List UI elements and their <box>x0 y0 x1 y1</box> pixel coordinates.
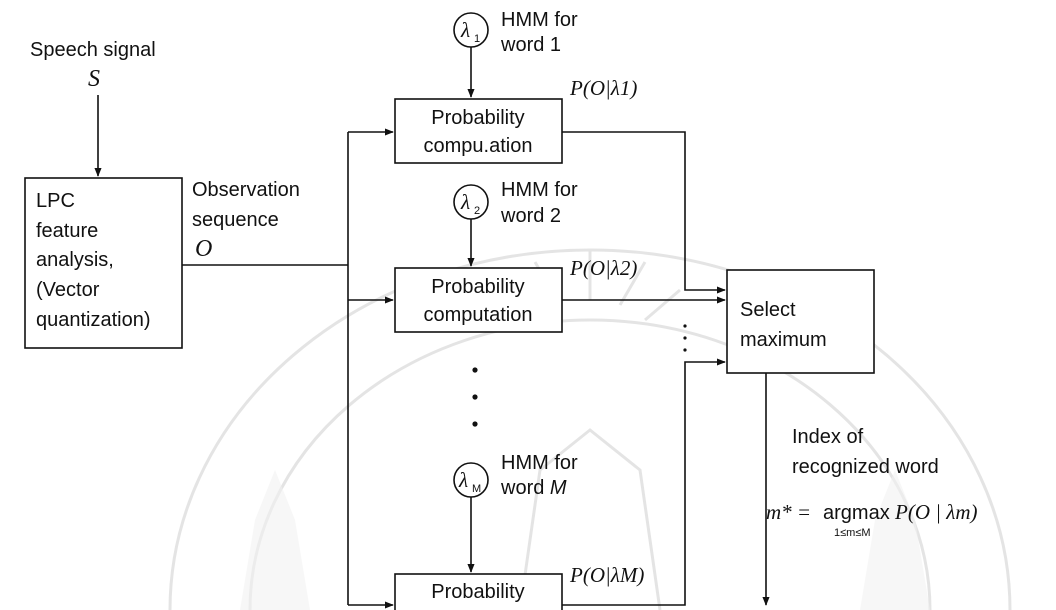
prob-1-line2: compu.ation <box>424 135 533 157</box>
speech-signal-label: Speech signal <box>30 39 156 61</box>
ellipsis-dots <box>472 324 687 427</box>
prob-2-output: P(O|λ2) <box>569 256 637 280</box>
lambda-1-symbol: λ <box>460 18 470 42</box>
formula-argument: P(O | λm) <box>894 500 978 524</box>
prob-2-line2: computation <box>424 304 533 326</box>
hmm-1-line2: word 1 <box>500 34 561 56</box>
lpc-line: (Vector <box>36 279 100 301</box>
lambda-2-subscript: 2 <box>474 205 480 217</box>
hmm-m-line1: HMM for <box>501 452 578 474</box>
output-m-path <box>562 358 726 606</box>
formula-range: 1≤m≤M <box>834 527 871 539</box>
hmm-m-line2: word M <box>500 477 567 499</box>
recognized-word-result: Index of recognized word m* = argmax P(O… <box>766 426 978 539</box>
observation-sequence: Observation sequence O <box>182 128 394 609</box>
result-line1: Index of <box>792 426 864 448</box>
lambda-m-subscript: M <box>472 483 481 495</box>
observation-line: Observation <box>192 179 300 201</box>
lpc-line: quantization) <box>36 309 151 331</box>
lpc-line: LPC <box>36 190 75 212</box>
select-maximum-box: Select maximum <box>726 269 875 606</box>
watermark-seal <box>168 248 1012 610</box>
formula-argmax: argmax <box>823 502 890 524</box>
observation-symbol: O <box>195 236 212 262</box>
lambda-1-subscript: 1 <box>474 33 480 45</box>
prob-m-line1: Probability <box>431 581 524 603</box>
speech-signal-input: Speech signal S <box>30 39 156 177</box>
prob-m-output: P(O|λM) <box>569 563 644 587</box>
output-1-path <box>562 131 726 294</box>
probability-box-2 <box>394 267 563 333</box>
formula-lhs: m* = <box>766 500 811 524</box>
model-word-1: λ 1 HMM for word 1 Probability compu.ati… <box>394 9 726 294</box>
probability-box-m <box>394 573 563 610</box>
hmm-2-line2: word 2 <box>500 205 561 227</box>
prob-1-output: P(O|λ1) <box>569 76 637 100</box>
select-line2: maximum <box>740 329 827 351</box>
probability-box-1 <box>394 98 563 164</box>
hmm-2-line1: HMM for <box>501 179 578 201</box>
lambda-1-circle <box>453 12 489 48</box>
model-word-2: λ 2 HMM for word 2 Probability computati… <box>394 179 726 333</box>
prob-1-line1: Probability <box>431 107 524 129</box>
lambda-m-symbol: λ <box>458 468 468 492</box>
lpc-box-frame <box>24 177 183 349</box>
lpc-line: analysis, <box>36 249 114 271</box>
select-box-frame <box>726 269 875 374</box>
observation-line: sequence <box>192 209 279 231</box>
lambda-2-circle <box>453 184 489 220</box>
speech-signal-symbol: S <box>88 66 100 92</box>
lambda-2-symbol: λ <box>460 190 470 214</box>
lpc-line: feature <box>36 220 98 242</box>
model-word-m: λ M HMM for word M Probability computati… <box>394 358 726 610</box>
select-line1: Select <box>740 299 796 321</box>
hmm-1-line1: HMM for <box>501 9 578 31</box>
result-line2: recognized word <box>792 456 939 478</box>
lpc-feature-analysis-box: LPC feature analysis, (Vector quantizati… <box>24 177 183 349</box>
prob-2-line1: Probability <box>431 276 524 298</box>
